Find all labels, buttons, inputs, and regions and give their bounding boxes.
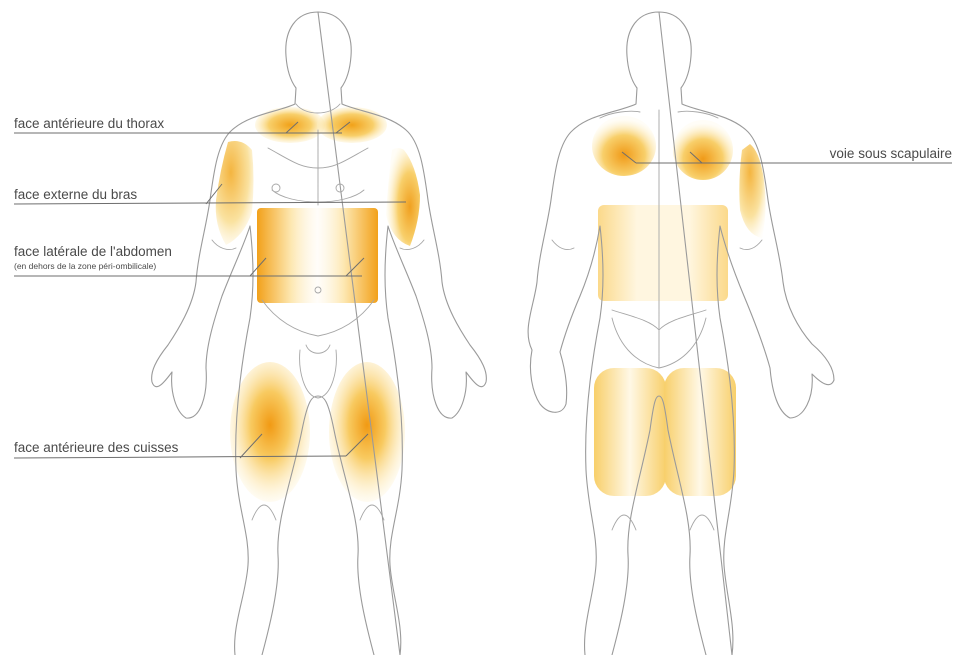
- zone-thorax-left: [255, 107, 325, 143]
- zone-scapular-right: [673, 120, 733, 180]
- zone-abdomen: [257, 208, 378, 303]
- zone-back-thigh-left: [664, 368, 736, 496]
- back-body-outline: [528, 12, 834, 655]
- zone-back-thigh-right: [594, 368, 666, 496]
- back-figure: [528, 12, 952, 655]
- front-body-outline: [152, 12, 487, 655]
- label-thorax: face antérieure du thorax: [14, 116, 164, 131]
- zone-thigh-left: [329, 362, 405, 502]
- label-cuisses: face antérieure des cuisses: [14, 440, 179, 455]
- label-abdomen: face latérale de l'abdomen: [14, 244, 172, 259]
- zone-thorax-right: [317, 107, 387, 143]
- zone-scapular-left: [592, 116, 656, 176]
- label-abdomen-note: (en dehors de la zone péri-ombilicale): [14, 261, 156, 271]
- zone-arm-right: [216, 141, 254, 245]
- zone-thigh-right: [230, 362, 310, 502]
- front-figure: [14, 12, 486, 655]
- zone-back-waist: [598, 205, 728, 301]
- zone-back-arm: [739, 144, 765, 238]
- zone-arm-left: [386, 148, 420, 246]
- label-scapulaire: voie sous scapulaire: [830, 146, 952, 161]
- label-bras: face externe du bras: [14, 187, 137, 202]
